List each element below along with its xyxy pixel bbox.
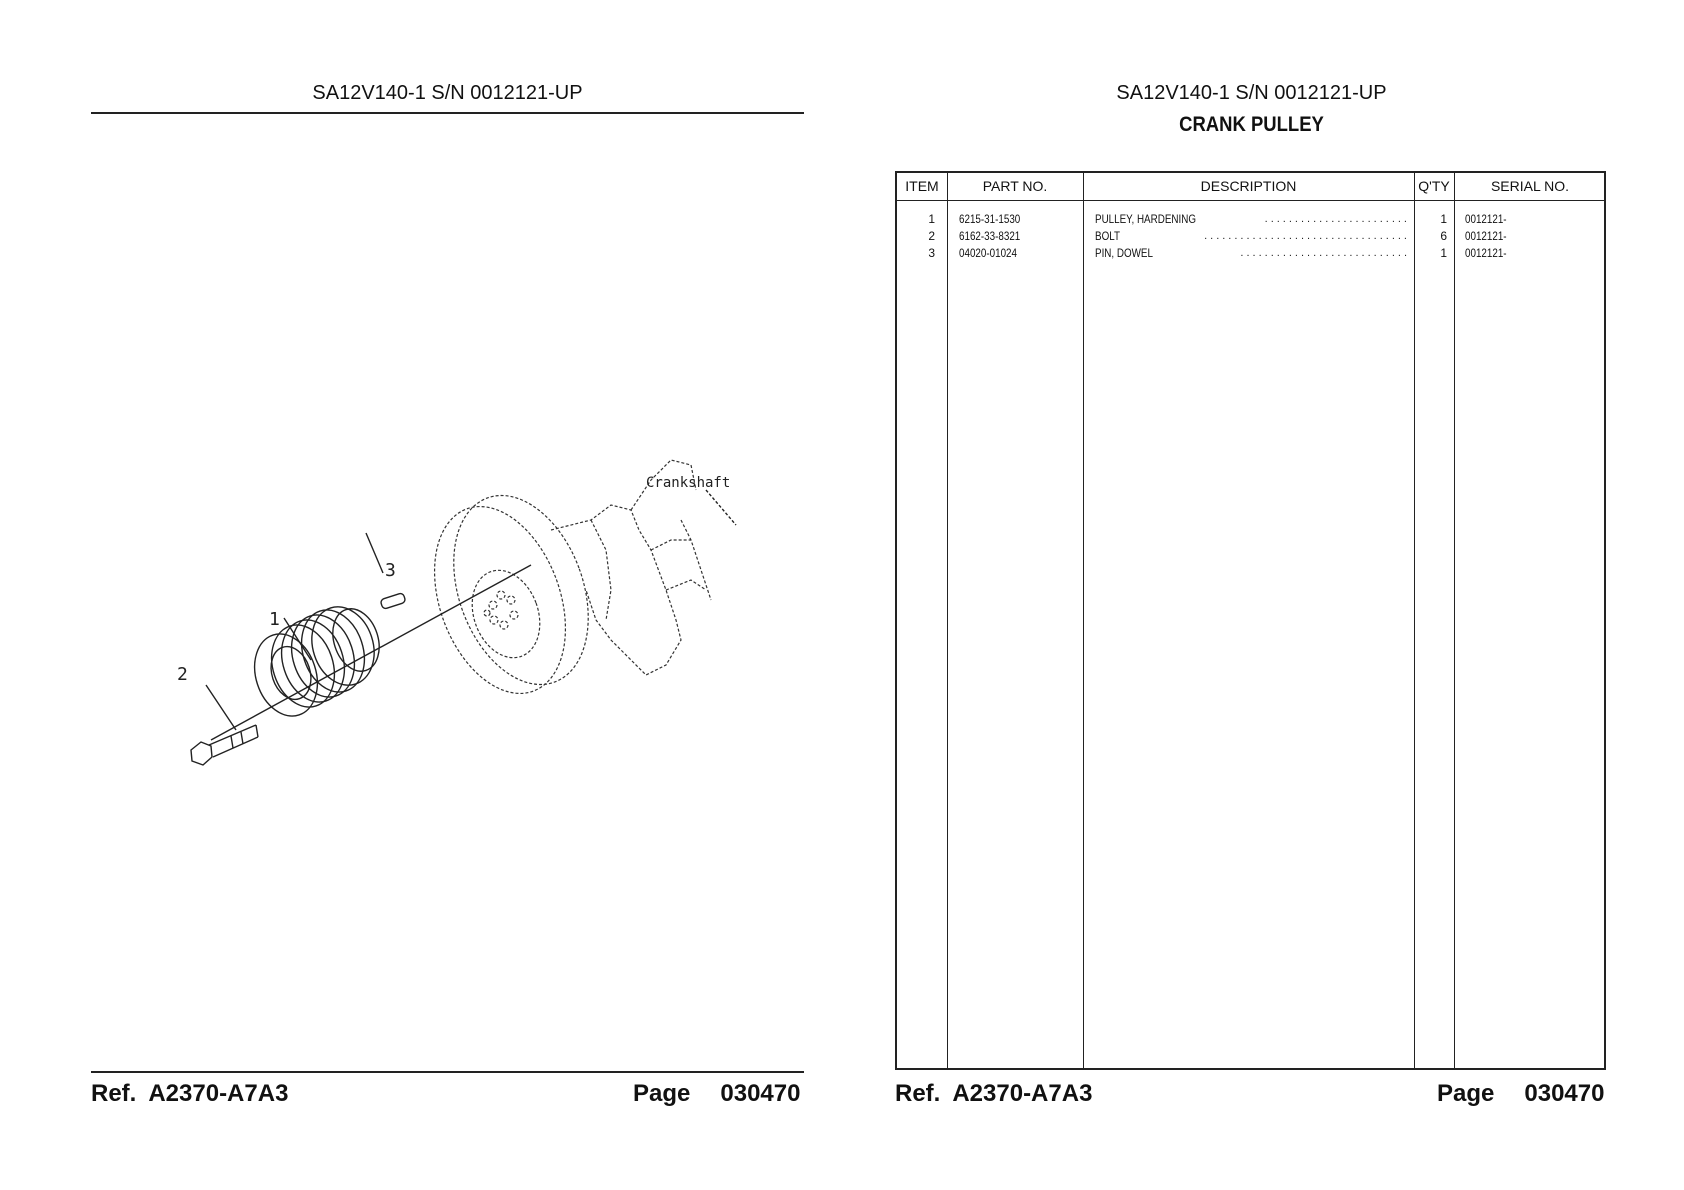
row-description-text: PULLEY, HARDENING [1095, 212, 1196, 226]
row-description: PULLEY, HARDENING ......................… [1095, 211, 1410, 227]
assembly-axis-line [210, 564, 532, 741]
page-header-title: SA12V140-1 S/N 0012121-UP [1116, 82, 1387, 104]
footer-ref: Ref. A2370-A7A3 [895, 1080, 1092, 1108]
page-header-title: SA12V140-1 S/N 0012121-UP [312, 82, 583, 104]
footer-divider [91, 1071, 804, 1073]
leader-dots: .................................. [1204, 230, 1410, 242]
row-description-text: BOLT [1095, 229, 1120, 243]
callout-leader-2 [205, 684, 237, 731]
crankshaft-flange [433, 494, 589, 695]
crankshaft-label: Crankshaft [646, 475, 730, 491]
page-label: Page [1437, 1080, 1495, 1107]
bolt-part [190, 724, 259, 766]
column-divider [1454, 173, 1455, 1068]
table-row: 3 04020-01024 PIN, DOWEL ...............… [897, 245, 1604, 261]
ref-value: A2370-A7A3 [148, 1080, 289, 1107]
header-description: DESCRIPTION [1200, 178, 1297, 194]
row-description: BOLT .................................. [1095, 228, 1410, 244]
row-serial-no: 0012121- [1465, 246, 1507, 260]
header-divider [91, 112, 804, 114]
page-number: 030470 [720, 1080, 801, 1107]
row-item: 2 [928, 229, 935, 243]
page-number: 030470 [1524, 1080, 1605, 1107]
callout-3: 3 [385, 560, 396, 581]
callout-leader-3 [365, 532, 384, 574]
column-divider [1414, 173, 1415, 1068]
ref-value: A2370-A7A3 [952, 1080, 1093, 1107]
row-serial-no: 0012121- [1465, 212, 1507, 226]
page-label: Page [633, 1080, 691, 1107]
header-serial-no: SERIAL NO. [1490, 178, 1570, 194]
row-part-no: 04020-01024 [959, 246, 1018, 260]
row-qty: 6 [1440, 229, 1447, 243]
row-serial-no: 0012121- [1465, 229, 1507, 243]
row-qty: 1 [1440, 212, 1447, 226]
table-header-row: ITEM PART NO. DESCRIPTION Q'TY SERIAL NO… [897, 173, 1604, 201]
parts-table: ITEM PART NO. DESCRIPTION Q'TY SERIAL NO… [895, 171, 1606, 1070]
illustration-page: SA12V140-1 S/N 0012121-UP [91, 82, 804, 1108]
table-row: 2 6162-33-8321 BOLT ....................… [897, 228, 1604, 244]
section-title: CRANK PULLEY [1179, 113, 1324, 136]
crank-pulley-exploded-diagram: Crankshaft 1 2 3 [177, 459, 737, 766]
table-row: 1 6215-31-1530 PULLEY, HARDENING .......… [897, 211, 1604, 227]
crankshaft [550, 459, 712, 676]
ref-label: Ref. [91, 1080, 137, 1107]
footer-page: Page 030470 [633, 1080, 800, 1108]
row-part-no: 6162-33-8321 [959, 229, 1021, 243]
callout-1: 1 [269, 609, 280, 630]
row-description-text: PIN, DOWEL [1095, 246, 1153, 260]
column-divider [947, 173, 948, 1068]
crankshaft-leader [705, 489, 737, 526]
row-part-no: 6215-31-1530 [959, 212, 1021, 226]
pulley-part [253, 606, 380, 717]
column-divider [1083, 173, 1084, 1068]
callout-leader-1 [283, 617, 312, 661]
row-qty: 1 [1440, 246, 1447, 260]
row-item: 3 [928, 246, 935, 260]
leader-dots: ........................ [1264, 213, 1410, 225]
parts-list-page: SA12V140-1 S/N 0012121-UP CRANK PULLEY I… [842, 0, 1684, 1190]
header-qty: Q'TY [1418, 178, 1450, 194]
leader-dots: ............................ [1240, 247, 1410, 259]
footer-ref: Ref. A2370-A7A3 [91, 1080, 288, 1108]
row-item: 1 [928, 212, 935, 226]
callout-2: 2 [177, 664, 188, 685]
header-part-no: PART NO. [982, 178, 1048, 194]
dowel-pin-part [380, 592, 406, 610]
header-item: ITEM [905, 178, 939, 194]
row-description: PIN, DOWEL ............................ [1095, 245, 1410, 261]
ref-label: Ref. [895, 1080, 941, 1107]
footer-page: Page 030470 [1437, 1080, 1604, 1108]
